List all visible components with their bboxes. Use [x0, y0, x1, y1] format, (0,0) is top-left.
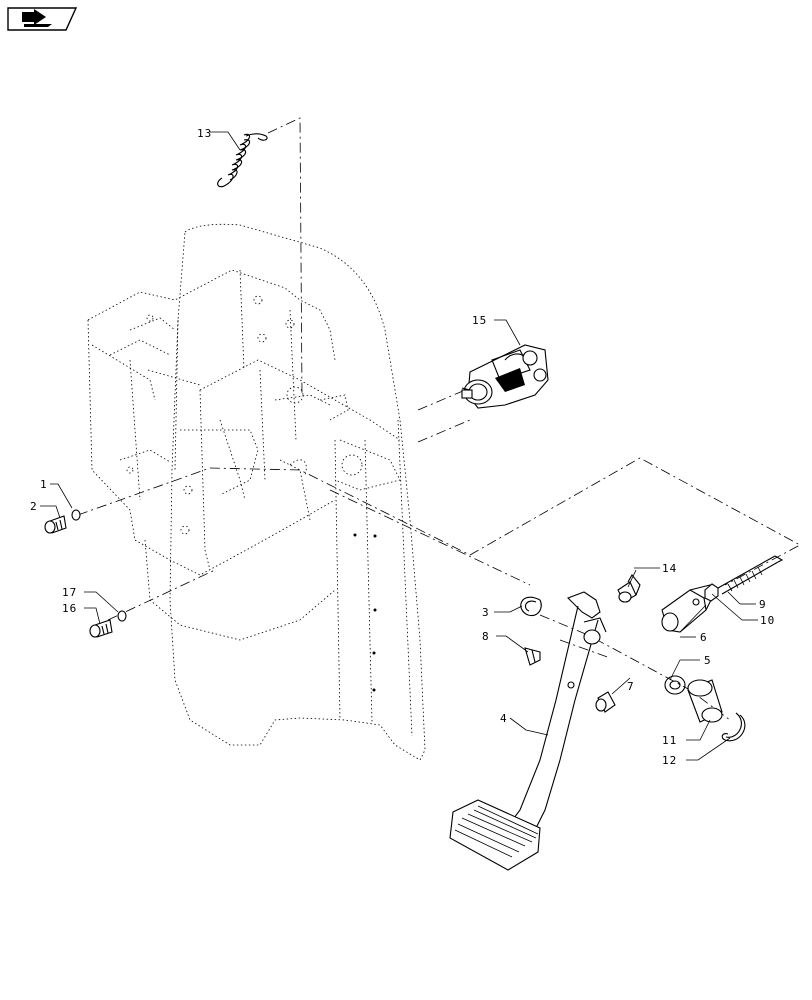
part-2-bolt [44, 515, 67, 534]
part-5-washer [664, 675, 686, 695]
leader-lines [40, 131, 758, 761]
callout-6: 6 [700, 631, 708, 644]
callout-1: 1 [40, 478, 48, 491]
callout-12: 12 [662, 754, 677, 767]
callout-4: 4 [500, 712, 508, 725]
callout-8: 8 [482, 630, 490, 643]
part-10-nut [704, 583, 719, 602]
nav-button[interactable] [7, 7, 78, 31]
part-1-washer [71, 509, 81, 521]
callout-3: 3 [482, 606, 490, 619]
part-13-spring [217, 133, 268, 188]
callout-7: 7 [627, 680, 635, 693]
callout-9: 9 [759, 598, 767, 611]
part-7-pin [595, 691, 616, 713]
part-11-bushing [687, 679, 723, 723]
callout-17: 17 [62, 586, 77, 599]
part-4-pedal [449, 591, 607, 871]
center-lines [77, 117, 801, 721]
part-6-clevis [661, 584, 713, 633]
part-3-ring [520, 596, 542, 617]
part-8-clip [524, 647, 541, 666]
callout-2: 2 [30, 500, 38, 513]
callout-5: 5 [704, 654, 712, 667]
arrow-right-icon [22, 9, 52, 27]
callout-14: 14 [662, 562, 677, 575]
callout-16: 16 [62, 602, 77, 615]
part-16-bolt [89, 619, 113, 638]
part-9-rod [717, 555, 784, 595]
pedal-bracket [87, 269, 401, 692]
callout-10: 10 [760, 614, 775, 627]
part-15-valve [461, 344, 549, 409]
dash-panel [169, 223, 426, 761]
part-14-fitting [617, 574, 641, 603]
callout-11: 11 [662, 734, 677, 747]
callout-15: 15 [472, 314, 487, 327]
callout-labels: 13 15 1 2 17 16 3 8 4 14 6 5 9 10 7 11 1… [30, 127, 775, 767]
callout-13: 13 [197, 127, 212, 140]
part-17-washer [117, 610, 127, 622]
part-12-clip [721, 712, 746, 742]
